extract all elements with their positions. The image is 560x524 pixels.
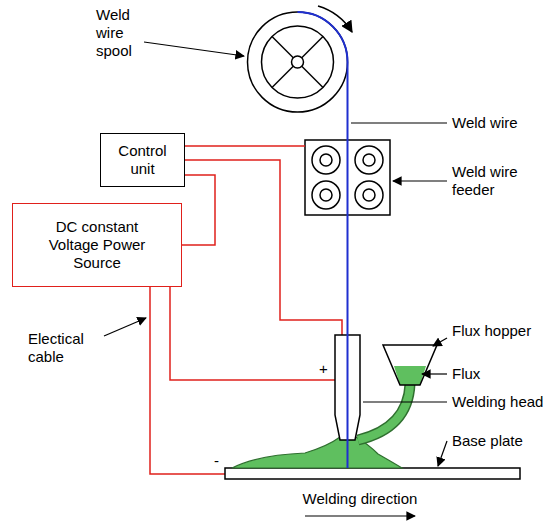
flux-tube xyxy=(358,384,410,440)
node-text: DC constant Voltage Power Source xyxy=(41,218,153,272)
weld-wire xyxy=(298,12,348,468)
part-name: Electical cable xyxy=(28,330,104,366)
part-name: Weld wire xyxy=(452,114,552,132)
electric-wires xyxy=(150,146,342,474)
part-name: Weld wire feeder xyxy=(452,163,537,199)
polarity-sign: + xyxy=(319,360,333,378)
cable xyxy=(182,175,215,245)
control-box: Control unit xyxy=(100,133,185,187)
caption-label: Welding direction xyxy=(290,490,430,508)
flux-hopper xyxy=(383,345,437,385)
part-name: Weld wire spool xyxy=(96,6,142,60)
part-name: Flux hopper xyxy=(452,322,552,340)
power-source-box: DC constant Voltage Power Source xyxy=(12,203,182,287)
base-plate xyxy=(225,468,520,479)
part-name: Base plate xyxy=(452,432,552,450)
flux-pool xyxy=(232,437,402,468)
flux-tube xyxy=(358,384,410,440)
part-name: Flux xyxy=(452,365,552,383)
polarity-sign: - xyxy=(214,452,226,470)
part-name: Welding head xyxy=(452,393,557,411)
node-text: Control unit xyxy=(107,142,178,178)
